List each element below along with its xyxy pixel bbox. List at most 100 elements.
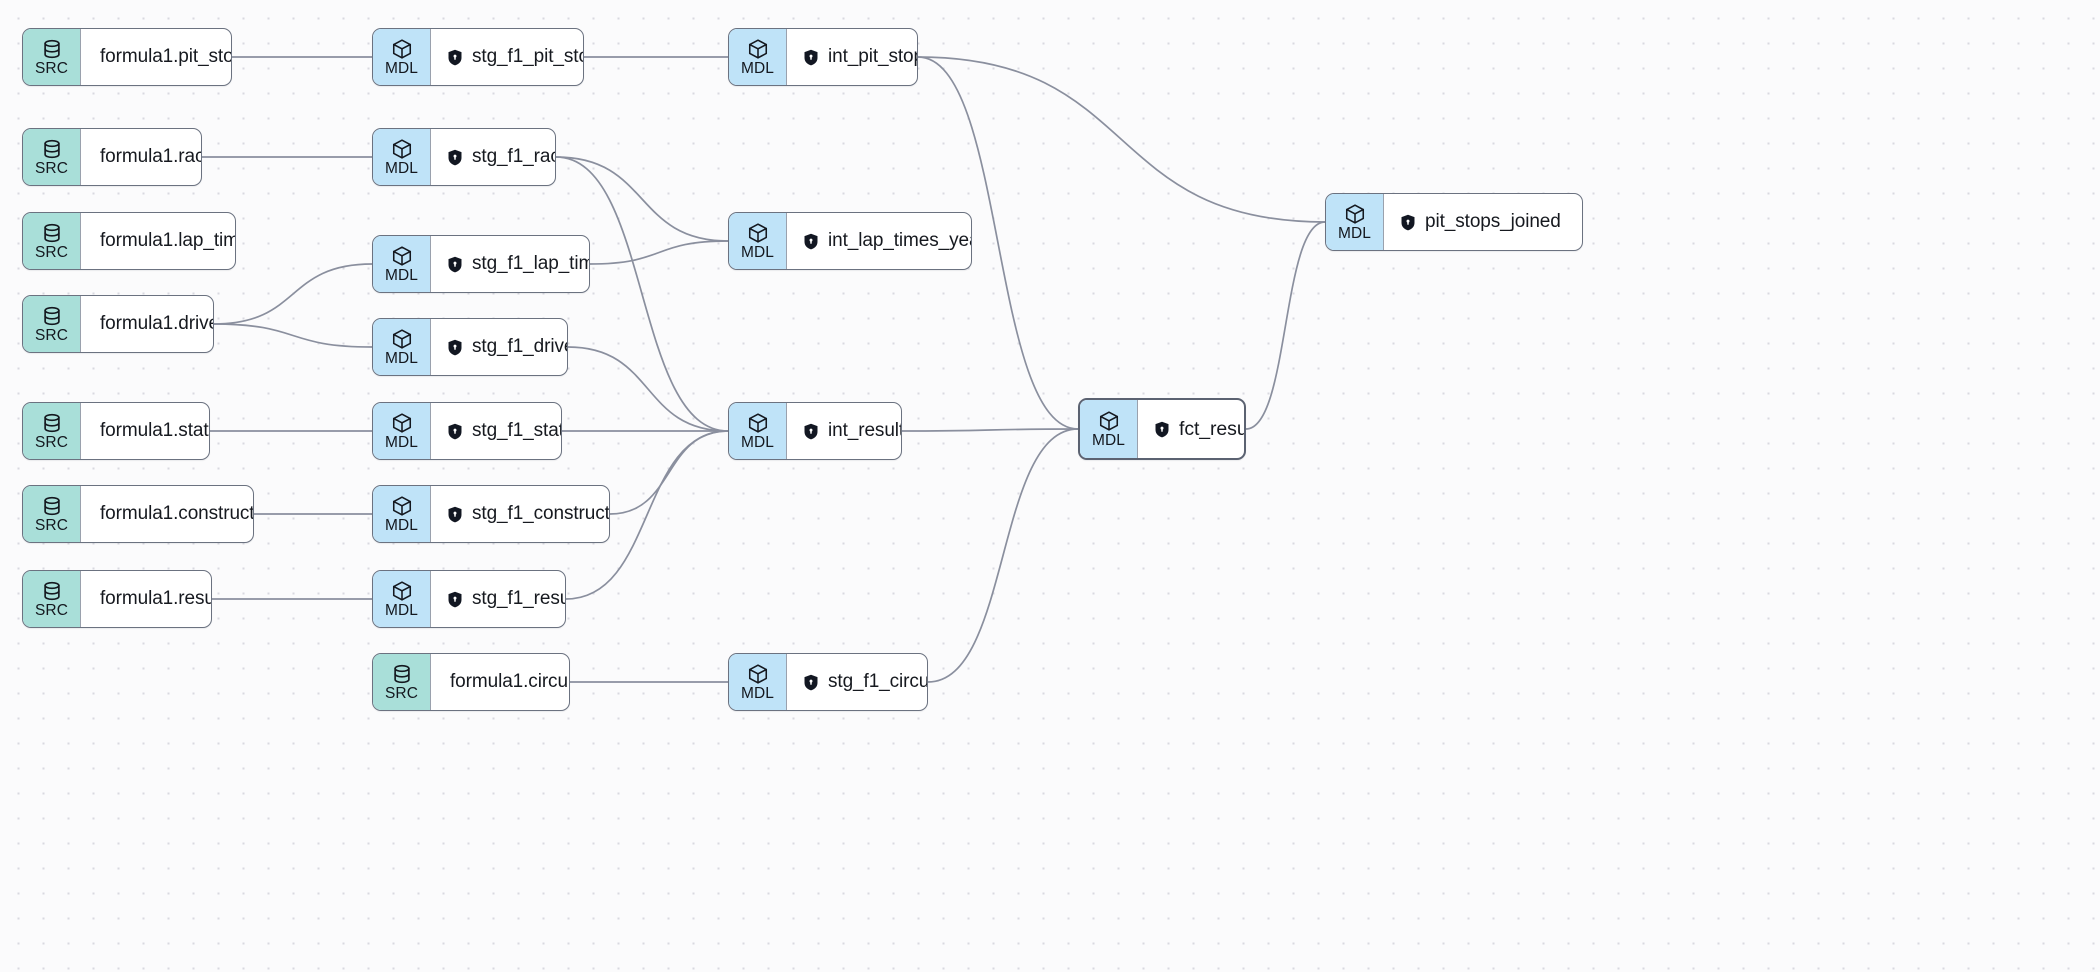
graph-node-fct_results[interactable]: MDL fct_results <box>1078 398 1246 460</box>
node-label: formula1.races <box>100 146 201 167</box>
database-icon <box>41 38 63 60</box>
node-body: formula1.results <box>81 571 211 627</box>
node-kind-label: MDL <box>384 434 419 451</box>
database-icon <box>41 305 63 327</box>
shield-icon <box>447 591 463 608</box>
node-kind-badge: MDL <box>373 319 431 375</box>
node-body: stg_f1_drivers <box>431 319 567 375</box>
database-icon <box>41 580 63 602</box>
shield-icon <box>1154 421 1170 438</box>
node-kind-badge: MDL <box>1080 400 1138 458</box>
node-body: int_lap_times_years <box>787 213 971 269</box>
graph-edge-src_drivers-to-stg_drivers <box>213 323 373 348</box>
graph-node-src_drivers[interactable]: SRC formula1.drivers <box>22 295 214 353</box>
node-label: pit_stops_joined <box>1425 211 1561 232</box>
cube-icon <box>391 495 413 517</box>
graph-node-stg_status[interactable]: MDL stg_f1_status <box>372 402 562 460</box>
node-kind-badge: MDL <box>373 236 431 292</box>
cube-icon <box>1098 410 1120 432</box>
graph-node-stg_pit_stops[interactable]: MDL stg_f1_pit_stops <box>372 28 584 86</box>
graph-node-int_results[interactable]: MDL int_results <box>728 402 902 460</box>
node-label: stg_f1_drivers <box>472 336 567 357</box>
cube-icon <box>391 580 413 602</box>
node-body: stg_f1_pit_stops <box>431 29 583 85</box>
node-kind-badge: SRC <box>23 29 81 85</box>
node-kind-badge: SRC <box>23 129 81 185</box>
node-body: fct_results <box>1138 400 1246 458</box>
node-kind-label: SRC <box>34 517 69 534</box>
shield-icon <box>803 423 819 440</box>
cube-icon <box>1344 203 1366 225</box>
node-body: formula1.status <box>81 403 209 459</box>
node-kind-badge: MDL <box>373 29 431 85</box>
node-body: stg_f1_constructors <box>431 486 610 542</box>
cube-icon <box>747 222 769 244</box>
node-label: formula1.circuits <box>450 671 569 692</box>
node-kind-label: SRC <box>34 434 69 451</box>
graph-node-src_races[interactable]: SRC formula1.races <box>22 128 202 186</box>
node-label: stg_f1_constructors <box>472 503 610 524</box>
cube-icon <box>391 412 413 434</box>
graph-node-src_circuits[interactable]: SRC formula1.circuits <box>372 653 570 711</box>
node-kind-label: MDL <box>1091 432 1126 449</box>
database-icon <box>391 663 413 685</box>
node-kind-badge: SRC <box>23 571 81 627</box>
graph-edge-stg_drivers-to-int_results <box>567 346 729 432</box>
graph-node-src_status[interactable]: SRC formula1.status <box>22 402 210 460</box>
node-label: formula1.status <box>100 420 209 441</box>
graph-edge-stg_races-to-int_results <box>555 156 729 432</box>
node-kind-label: MDL <box>384 60 419 77</box>
node-kind-label: MDL <box>384 517 419 534</box>
node-body: int_results <box>787 403 901 459</box>
graph-edge-src_drivers-to-stg_lap_times <box>213 263 373 325</box>
graph-node-src_constructors[interactable]: SRC formula1.constructors <box>22 485 254 543</box>
node-kind-label: MDL <box>384 160 419 177</box>
node-label: stg_f1_circuits <box>828 671 927 692</box>
node-body: pit_stops_joined <box>1384 194 1582 250</box>
graph-edge-stg_constructors-to-int_results <box>609 430 729 515</box>
node-label: formula1.constructors <box>100 503 254 524</box>
node-body: stg_f1_status <box>431 403 561 459</box>
shield-icon <box>447 506 463 523</box>
node-kind-badge: SRC <box>23 403 81 459</box>
node-body: int_pit_stops <box>787 29 917 85</box>
graph-edge-fct_results-to-pit_stops_joined <box>1245 221 1326 430</box>
node-body: formula1.drivers <box>81 296 213 352</box>
node-body: formula1.constructors <box>81 486 254 542</box>
node-body: stg_f1_lap_times <box>431 236 589 292</box>
node-kind-badge: MDL <box>373 403 431 459</box>
database-icon <box>41 412 63 434</box>
node-label: fct_results <box>1179 417 1246 440</box>
cube-icon <box>391 328 413 350</box>
cube-icon <box>391 38 413 60</box>
graph-node-stg_drivers[interactable]: MDL stg_f1_drivers <box>372 318 568 376</box>
node-kind-badge: MDL <box>373 129 431 185</box>
node-label: stg_f1_pit_stops <box>472 46 583 67</box>
shield-icon <box>447 423 463 440</box>
node-label: int_pit_stops <box>828 46 917 67</box>
node-kind-label: MDL <box>740 434 775 451</box>
graph-node-stg_races[interactable]: MDL stg_f1_races <box>372 128 556 186</box>
node-kind-label: MDL <box>740 60 775 77</box>
node-label: stg_f1_races <box>472 146 555 167</box>
node-body: stg_f1_races <box>431 129 555 185</box>
node-kind-label: SRC <box>34 327 69 344</box>
shield-icon <box>803 674 819 691</box>
graph-node-stg_constructors[interactable]: MDL stg_f1_constructors <box>372 485 610 543</box>
shield-icon <box>447 256 463 273</box>
node-kind-badge: MDL <box>729 403 787 459</box>
cube-icon <box>391 245 413 267</box>
node-kind-label: SRC <box>384 685 419 702</box>
graph-node-int_pit_stops[interactable]: MDL int_pit_stops <box>728 28 918 86</box>
database-icon <box>41 138 63 160</box>
